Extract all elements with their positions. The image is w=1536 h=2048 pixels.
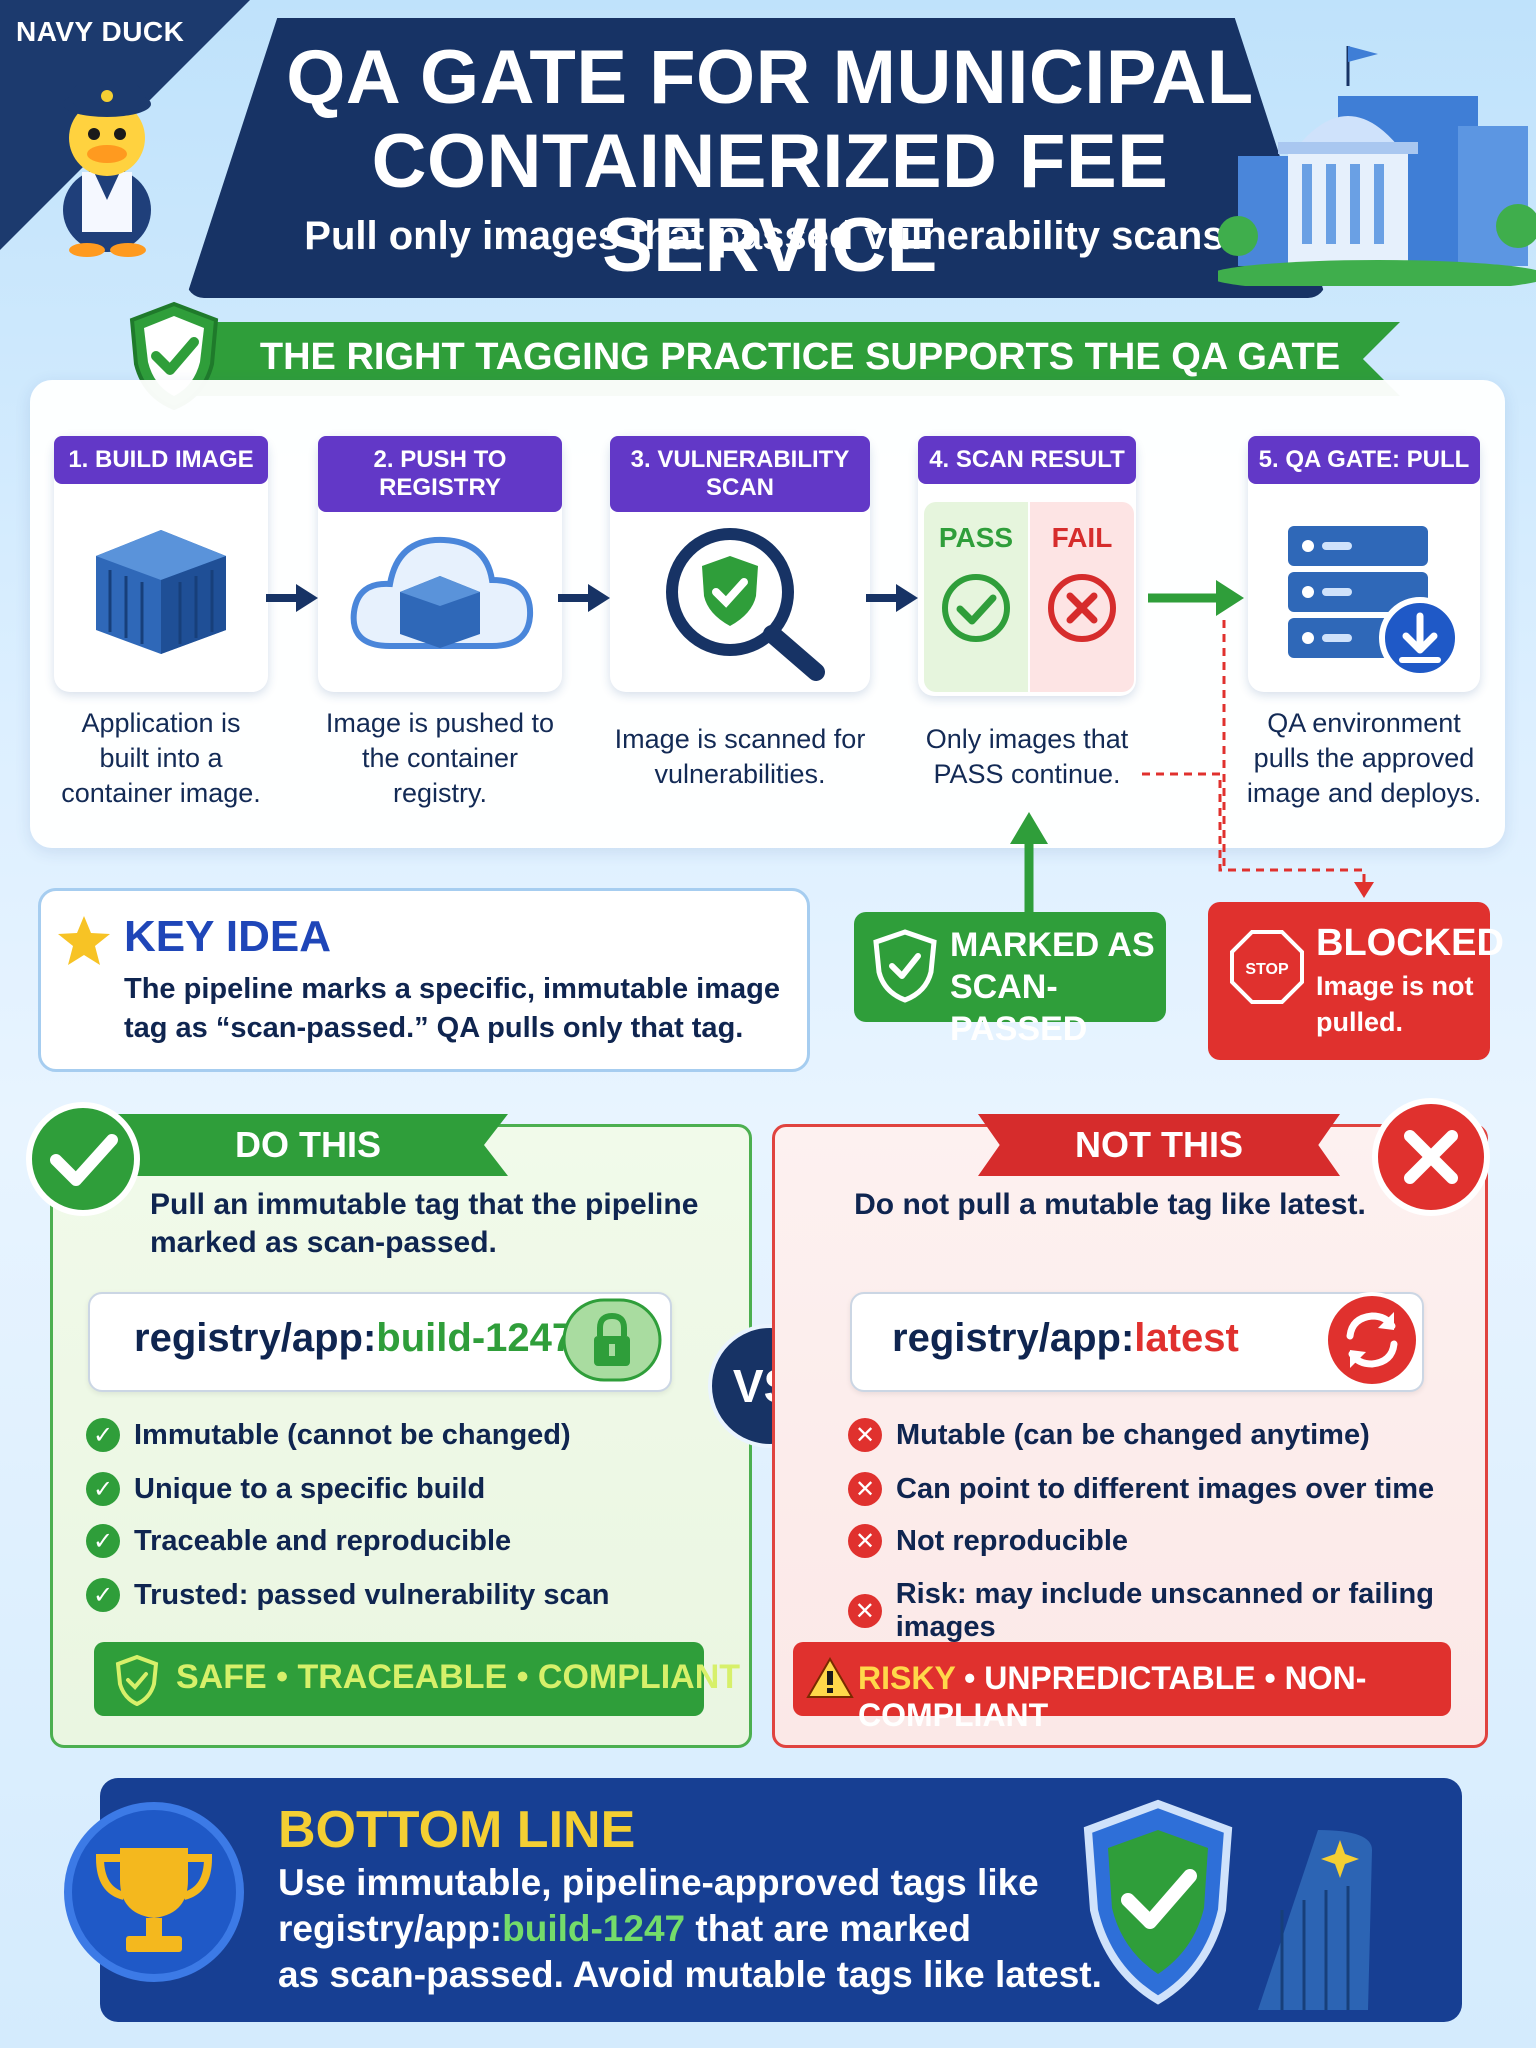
do-this-intro: Pull an immutable tag that the pipeline … <box>150 1188 699 1259</box>
list-item: ✓Immutable (cannot be changed) <box>86 1418 571 1452</box>
do-this-banner-text: DO THIS <box>234 1124 381 1165</box>
fail-panel <box>1030 502 1134 692</box>
check-icon: ✓ <box>86 1524 120 1558</box>
star-icon <box>58 916 110 965</box>
key-idea-card <box>38 888 810 1072</box>
list-item: ✓Unique to a specific build <box>86 1472 485 1506</box>
safe-bar <box>94 1642 704 1716</box>
step-pull-label: 5. QA GATE: PULL <box>1248 436 1480 484</box>
list-item: ✕Not reproducible <box>848 1524 1128 1558</box>
bottom-line-text: Use immutable, pipeline-approved tags li… <box>278 1862 1102 1995</box>
arrow-right-icon <box>866 584 918 612</box>
safe-bar-text: SAFE • TRACEABLE • COMPLIANT <box>176 1658 741 1696</box>
key-idea-title: KEY IDEA <box>124 912 332 961</box>
blocked-text: Image is not pulled. <box>1316 971 1474 1037</box>
pass-panel <box>924 502 1028 692</box>
x-circle-icon <box>1372 1098 1490 1216</box>
stop-sign-text: STOP <box>1245 961 1289 978</box>
good-tag-text: registry/app:build-1247 <box>134 1316 575 1360</box>
step-result-desc: Only images that PASS continue. <box>925 724 1129 789</box>
cloud-registry-icon <box>350 536 534 649</box>
risk-bar-text: RISKY • UNPREDICTABLE • NON-COMPLIANT <box>858 1660 1367 1733</box>
step-push-label: 2. PUSH TO REGISTRY <box>318 436 562 512</box>
trophy-icon <box>64 1802 244 1982</box>
x-icon: ✕ <box>848 1594 882 1628</box>
list-item: ✕Mutable (can be changed anytime) <box>848 1418 1370 1452</box>
pass-check-icon <box>942 574 1010 642</box>
shield-check-icon <box>115 1654 159 1706</box>
magnifier-shield-icon <box>666 528 825 681</box>
step-build-desc: Application is built into a container im… <box>61 708 261 808</box>
title-banner <box>186 18 1326 298</box>
do-this-banner <box>108 1114 508 1176</box>
refresh-icon <box>1324 1292 1420 1388</box>
navy-duck-mascot-icon <box>63 84 151 257</box>
check-icon: ✓ <box>86 1472 120 1506</box>
not-this-banner-text: NOT THIS <box>1075 1124 1243 1165</box>
server-download-icon <box>1288 526 1460 678</box>
step-push-desc: Image is pushed to the container registr… <box>325 708 555 808</box>
lock-icon <box>562 1298 662 1382</box>
step-scan-label: 3. VULNERABILITY SCAN <box>610 436 870 512</box>
container-cube-icon <box>96 530 226 654</box>
step-build-label: 1. BUILD IMAGE <box>54 436 268 484</box>
key-idea-text: The pipeline marks a specific, immutable… <box>124 973 780 1044</box>
fail-x-icon <box>1048 574 1116 642</box>
list-item: ✕Can point to different images over time <box>848 1472 1434 1506</box>
pass-label: PASS <box>938 522 1014 553</box>
city-hall-icon <box>1218 46 1536 286</box>
arrow-up-green-icon <box>1010 812 1048 914</box>
fail-label: FAIL <box>1051 522 1113 553</box>
step-pull-desc: QA environment pulls the approved image … <box>1246 708 1482 808</box>
x-icon: ✕ <box>848 1472 882 1506</box>
page-subtitle: Pull only images that passed vulnerabili… <box>304 214 1236 258</box>
marked-scan-passed-text: MARKED AS SCAN-PASSED <box>950 926 1155 1048</box>
blocked-title: BLOCKED <box>1316 922 1504 964</box>
bottom-line-title: BOTTOM LINE <box>278 1801 636 1859</box>
warning-icon <box>806 1657 854 1698</box>
blocked-path-dashed-arrow <box>1142 620 1374 898</box>
brand-name: NAVY DUCK <box>16 16 185 47</box>
shield-container-icon <box>1083 1799 1372 2010</box>
check-circle-icon <box>26 1102 140 1216</box>
list-item: ✓Traceable and reproducible <box>86 1524 511 1558</box>
not-this-banner <box>978 1114 1340 1176</box>
arrow-right-icon <box>266 584 318 612</box>
practice-ribbon-text: THE RIGHT TAGGING PRACTICE SUPPORTS THE … <box>259 336 1341 378</box>
check-icon: ✓ <box>86 1418 120 1452</box>
list-item: ✕Risk: may include unscanned or failing … <box>848 1578 1536 1644</box>
shield-check-icon <box>873 929 937 1003</box>
check-icon: ✓ <box>86 1578 120 1612</box>
list-item: ✓Trusted: passed vulnerability scan <box>86 1578 609 1612</box>
stop-sign-icon: STOP <box>1230 930 1304 1004</box>
risk-bar <box>793 1642 1451 1716</box>
arrow-right-green-icon <box>1148 580 1244 616</box>
page-title: QA GATE FOR MUNICIPAL CONTAINERIZED FEE … <box>286 35 1254 288</box>
x-icon: ✕ <box>848 1418 882 1452</box>
x-icon: ✕ <box>848 1524 882 1558</box>
bottom-line-card <box>100 1778 1462 2022</box>
step-scan-desc: Image is scanned for vulnerabilities. <box>614 724 866 789</box>
bad-tag-text: registry/app:latest <box>892 1316 1239 1360</box>
step-result-label: 4. SCAN RESULT <box>918 436 1136 484</box>
not-this-intro: Do not pull a mutable tag like latest. <box>854 1188 1366 1221</box>
arrow-right-icon <box>558 584 610 612</box>
